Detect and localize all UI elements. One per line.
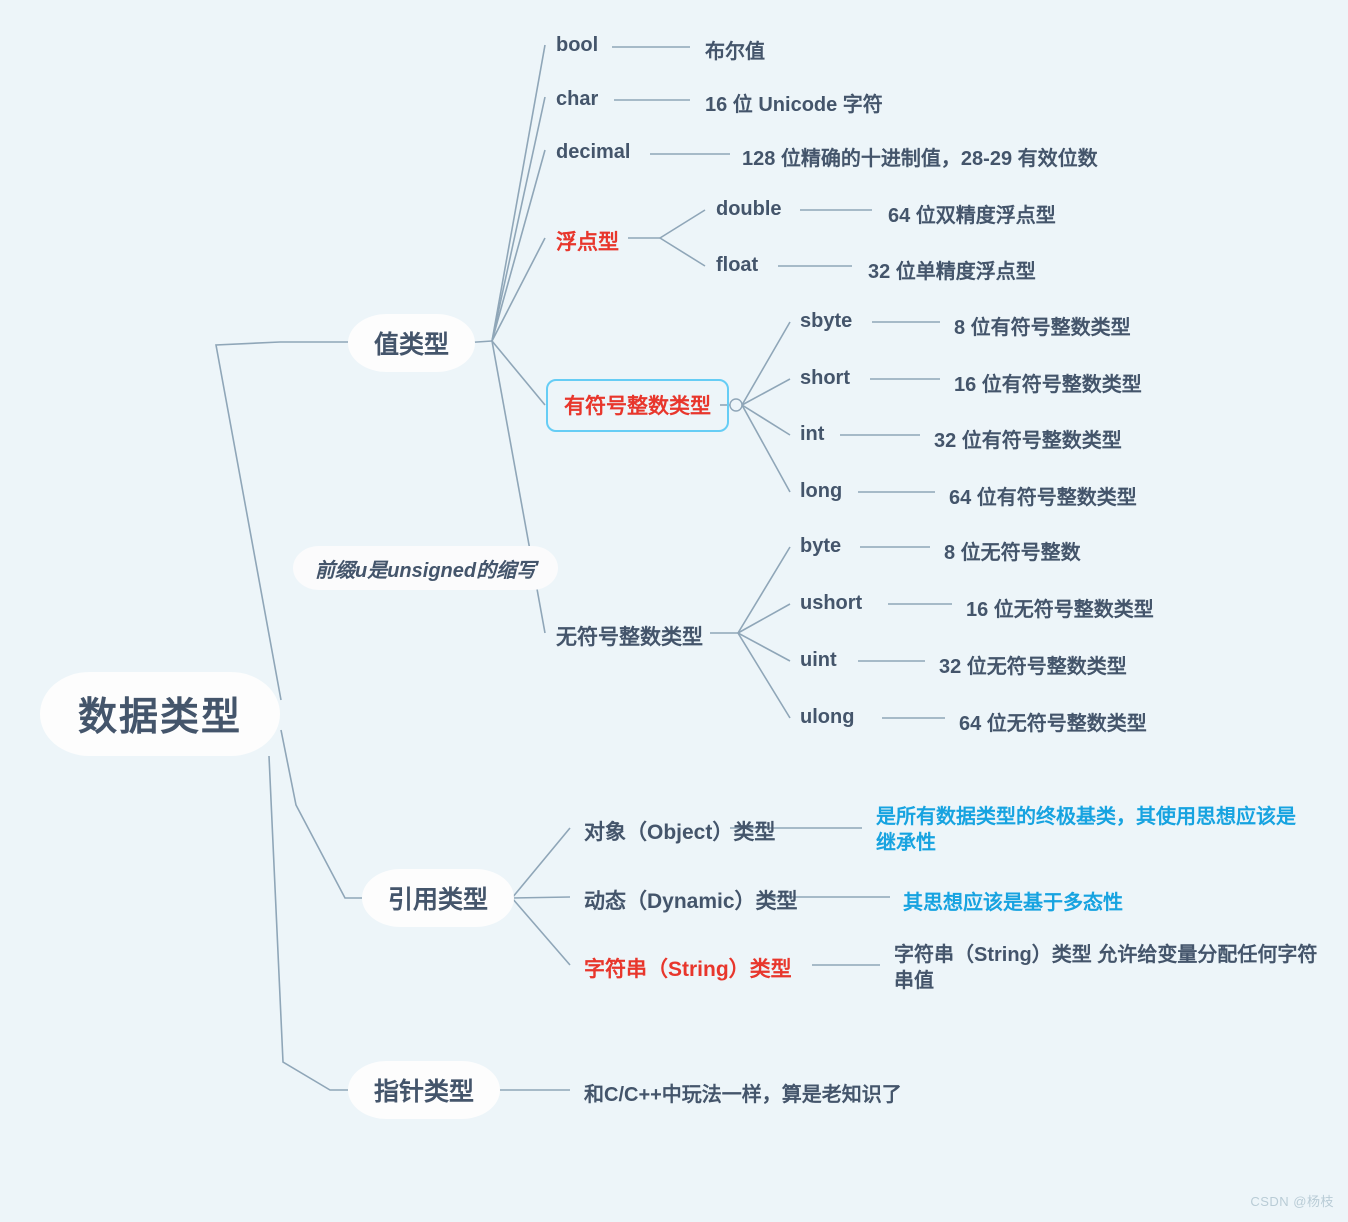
- node-ushort[interactable]: ushort: [800, 592, 862, 615]
- node-string-type-label: 字符串（String）类型: [584, 958, 792, 981]
- node-ushort-label: ushort: [800, 592, 863, 614]
- node-bool[interactable]: bool: [556, 34, 598, 57]
- desc-decimal-text: 128 位精确的十进制值，28-29 有效位数: [742, 148, 1098, 170]
- desc-ushort: 16 位无符号整数类型: [966, 593, 1154, 622]
- node-char-label: char: [556, 88, 599, 110]
- node-sbyte-label: sbyte: [800, 310, 853, 332]
- desc-int-text: 32 位有符号整数类型: [934, 430, 1122, 452]
- node-uint-label: uint: [800, 649, 837, 671]
- node-reference-type[interactable]: 引用类型: [362, 869, 515, 927]
- desc-char-text: 16 位 Unicode 字符: [705, 94, 883, 116]
- node-decimal-label: decimal: [556, 141, 631, 163]
- watermark: CSDN @杨枝: [1250, 1191, 1334, 1210]
- node-float-label: float: [716, 254, 759, 276]
- node-uint[interactable]: uint: [800, 649, 837, 672]
- node-double-label: double: [716, 198, 782, 220]
- desc-byte: 8 位无符号整数: [944, 536, 1081, 565]
- desc-pointer-type-text: 和C/C++中玩法一样，算是老知识了: [584, 1084, 902, 1106]
- node-object-type-label: 对象（Object）类型: [584, 821, 776, 844]
- node-ulong[interactable]: ulong: [800, 706, 854, 729]
- node-dynamic-type[interactable]: 动态（Dynamic）类型: [584, 885, 798, 915]
- desc-string-type-text: 字符串（String）类型 允许给变量分配任何字符串值: [894, 944, 1318, 992]
- root-label: 数据类型: [77, 696, 242, 739]
- desc-uint-text: 32 位无符号整数类型: [939, 656, 1127, 678]
- desc-float-text: 32 位单精度浮点型: [868, 261, 1036, 283]
- desc-ushort-text: 16 位无符号整数类型: [966, 599, 1154, 621]
- note-unsigned-prefix: 前缀u是unsigned的缩写: [293, 546, 559, 590]
- node-short-label: short: [800, 367, 850, 389]
- node-short[interactable]: short: [800, 367, 850, 390]
- node-string-type[interactable]: 字符串（String）类型: [584, 953, 792, 983]
- node-unsigned-int-group[interactable]: 无符号整数类型: [556, 621, 703, 651]
- node-pointer-type[interactable]: 指针类型: [348, 1061, 501, 1119]
- desc-double-text: 64 位双精度浮点型: [888, 205, 1056, 227]
- node-value-type-label: 值类型: [374, 331, 450, 359]
- desc-decimal: 128 位精确的十进制值，28-29 有效位数: [742, 142, 1098, 171]
- node-object-type[interactable]: 对象（Object）类型: [584, 816, 775, 846]
- node-pointer-type-label: 指针类型: [374, 1078, 475, 1106]
- node-int-label: int: [800, 423, 825, 445]
- desc-float: 32 位单精度浮点型: [868, 255, 1036, 284]
- node-bool-label: bool: [556, 34, 599, 56]
- desc-short-text: 16 位有符号整数类型: [954, 374, 1142, 396]
- node-long-label: long: [800, 480, 843, 502]
- desc-dynamic-type-text: 其思想应该是基于多态性: [903, 892, 1123, 914]
- desc-object-type: 是所有数据类型的终极基类，其使用思想应该是继承性: [876, 805, 1306, 856]
- node-char[interactable]: char: [556, 88, 598, 111]
- node-float-group[interactable]: 浮点型: [556, 226, 619, 256]
- note-unsigned-prefix-text: 前缀u是unsigned的缩写: [315, 559, 537, 582]
- node-decimal[interactable]: decimal: [556, 141, 630, 164]
- node-value-type[interactable]: 值类型: [348, 314, 476, 372]
- node-long[interactable]: long: [800, 480, 842, 503]
- watermark-text: CSDN @杨枝: [1250, 1194, 1334, 1209]
- desc-sbyte: 8 位有符号整数类型: [954, 311, 1131, 340]
- node-byte[interactable]: byte: [800, 535, 841, 558]
- desc-ulong-text: 64 位无符号整数类型: [959, 713, 1147, 735]
- desc-char: 16 位 Unicode 字符: [705, 88, 883, 117]
- node-reference-type-label: 引用类型: [388, 886, 489, 914]
- node-float-group-label: 浮点型: [556, 231, 619, 254]
- node-signed-int-group-label: 有符号整数类型: [564, 395, 711, 418]
- desc-long: 64 位有符号整数类型: [949, 481, 1137, 510]
- node-double[interactable]: double: [716, 198, 782, 221]
- root-node[interactable]: 数据类型: [40, 672, 280, 756]
- desc-double: 64 位双精度浮点型: [888, 199, 1056, 228]
- desc-bool-text: 布尔值: [705, 41, 765, 63]
- desc-short: 16 位有符号整数类型: [954, 368, 1142, 397]
- desc-object-type-text: 是所有数据类型的终极基类，其使用思想应该是继承性: [876, 806, 1296, 854]
- desc-sbyte-text: 8 位有符号整数类型: [954, 317, 1131, 339]
- desc-pointer-type: 和C/C++中玩法一样，算是老知识了: [584, 1078, 902, 1107]
- node-int[interactable]: int: [800, 423, 824, 446]
- node-sbyte[interactable]: sbyte: [800, 310, 852, 333]
- desc-int: 32 位有符号整数类型: [934, 424, 1122, 453]
- node-float[interactable]: float: [716, 254, 758, 277]
- node-signed-int-group[interactable]: 有符号整数类型: [546, 379, 729, 432]
- desc-string-type: 字符串（String）类型 允许给变量分配任何字符串值: [894, 943, 1326, 994]
- node-unsigned-int-group-label: 无符号整数类型: [556, 626, 703, 649]
- desc-ulong: 64 位无符号整数类型: [959, 707, 1147, 736]
- node-ulong-label: ulong: [800, 706, 855, 728]
- node-dynamic-type-label: 动态（Dynamic）类型: [584, 890, 798, 913]
- desc-long-text: 64 位有符号整数类型: [949, 487, 1137, 509]
- desc-uint: 32 位无符号整数类型: [939, 650, 1127, 679]
- desc-bool: 布尔值: [705, 35, 765, 64]
- desc-dynamic-type: 其思想应该是基于多态性: [903, 886, 1123, 915]
- desc-byte-text: 8 位无符号整数: [944, 542, 1081, 564]
- node-byte-label: byte: [800, 535, 842, 557]
